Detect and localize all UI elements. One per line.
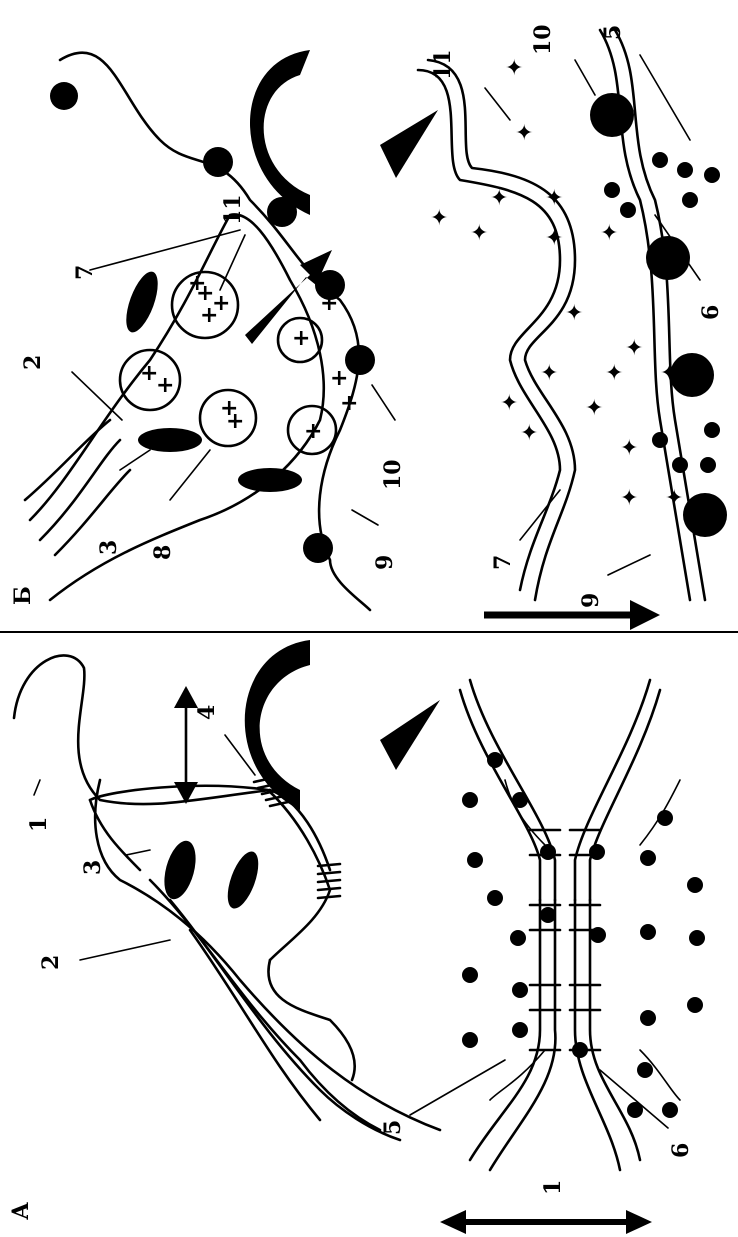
svg-text:✦: ✦ <box>490 186 508 211</box>
membrane-a-left-outer-low <box>470 900 540 1160</box>
svg-text:✦: ✦ <box>515 121 533 146</box>
label-b-9: 9 <box>372 555 398 570</box>
svg-text:✦: ✦ <box>625 336 643 361</box>
label-b-10-lower: 10 <box>530 24 556 55</box>
svg-text:✦: ✦ <box>540 361 558 386</box>
svg-text:+: + <box>330 366 348 391</box>
mitochondrion-a-2 <box>221 848 264 913</box>
bottom-arrow-b-head <box>630 600 660 630</box>
panel-a: А 1 3 2 <box>8 640 705 1234</box>
label-b-11: 11 <box>220 194 246 225</box>
label-b-9-lower: 9 <box>578 593 604 608</box>
curved-arrow-b-head <box>380 110 438 178</box>
pointer-a-1 <box>34 780 40 795</box>
label-a-3: 3 <box>80 860 106 875</box>
svg-text:+: + <box>304 419 322 444</box>
svg-text:✦: ✦ <box>605 361 623 386</box>
mitochondrion-a-1 <box>159 837 202 902</box>
mitochondrion-b-3 <box>238 468 302 492</box>
label-a-1-lower: 1 <box>540 1180 566 1195</box>
label-a-4: 4 <box>194 705 220 720</box>
curved-arrow-a <box>245 640 310 810</box>
label-b-7: 7 <box>72 265 98 280</box>
label-a-1: 1 <box>26 817 52 832</box>
label-a-5: 5 <box>380 1120 406 1135</box>
svg-text:+: + <box>292 326 310 351</box>
mitochondrion-b-1 <box>120 268 164 336</box>
axon-fibre-3 <box>190 930 320 1120</box>
label-b-7-lower: 7 <box>490 555 516 570</box>
postsynaptic-membrane-b <box>60 53 370 610</box>
svg-text:+: + <box>200 303 218 328</box>
pointer-b-3 <box>120 450 150 470</box>
axon-fibre-2 <box>170 900 400 1140</box>
membrane-a-left-inner <box>470 680 555 900</box>
flow-arrow-a-1 <box>505 780 545 845</box>
pointer-b-9 <box>352 510 378 525</box>
curved-arrow-b <box>250 50 310 215</box>
label-b-6: 6 <box>698 305 724 320</box>
svg-text:✦: ✦ <box>505 56 523 81</box>
pointer-a-2 <box>80 940 170 960</box>
pointer-b-9-lower <box>608 555 650 575</box>
svg-text:✦: ✦ <box>565 301 583 326</box>
curved-arrow-a-head <box>380 700 440 770</box>
pointer-a-3 <box>126 850 150 855</box>
membrane-a-right-inner <box>575 680 650 900</box>
label-b-8: 8 <box>150 545 176 560</box>
svg-text:+: + <box>156 373 174 398</box>
bottom-arrow-a-left <box>440 1210 466 1234</box>
svg-text:✦: ✦ <box>665 486 683 511</box>
label-b-10: 10 <box>380 459 406 490</box>
pointer-b-10-lower <box>575 60 595 95</box>
pointer-b-7 <box>90 230 240 270</box>
label-b-2: 2 <box>20 355 46 370</box>
pointer-a-6 <box>600 1070 668 1128</box>
presynaptic-membrane-outer <box>418 70 560 590</box>
label-a-6: 6 <box>668 1143 694 1158</box>
svg-text:✦: ✦ <box>545 186 563 211</box>
pointer-a-5 <box>410 1060 505 1115</box>
svg-text:✦: ✦ <box>545 226 563 251</box>
presynaptic-membrane-inner <box>428 60 575 600</box>
pointer-b-11-lower <box>485 88 510 120</box>
label-a-2: 2 <box>38 955 64 970</box>
pointer-b-11 <box>220 235 245 290</box>
pointer-b-10 <box>372 385 395 420</box>
terminal-outline-top <box>95 780 440 1130</box>
svg-text:✦: ✦ <box>585 396 603 421</box>
label-b-11-lower: 11 <box>430 49 456 80</box>
svg-text:+: + <box>226 409 244 434</box>
terminal-membrane <box>90 786 330 960</box>
svg-text:+: + <box>188 271 206 296</box>
bottom-arrow-a-right <box>626 1210 652 1234</box>
svg-text:✦: ✦ <box>595 116 613 141</box>
svg-text:✦: ✦ <box>660 361 678 386</box>
adjacent-cell-outline <box>14 655 270 804</box>
mitochondrion-b-2 <box>138 428 202 452</box>
svg-text:✦: ✦ <box>620 486 638 511</box>
svg-text:✦: ✦ <box>500 391 518 416</box>
svg-text:✦: ✦ <box>520 421 538 446</box>
panel-b-label: Б <box>10 586 36 605</box>
axon-line-b-3 <box>25 420 110 500</box>
pointer-b-2 <box>72 372 122 420</box>
panel-b: Б ++++ ++ ++ + + +++ <box>10 24 727 630</box>
svg-text:✦: ✦ <box>430 206 448 231</box>
label-b-5: 5 <box>600 25 626 40</box>
svg-text:✦: ✦ <box>600 221 618 246</box>
pointer-b-5 <box>640 55 690 140</box>
terminal-lower-edge <box>268 960 354 1080</box>
panel-a-label: А <box>8 1202 34 1220</box>
label-b-3: 3 <box>96 540 122 555</box>
pointer-b-8 <box>170 450 210 500</box>
svg-text:✦: ✦ <box>470 221 488 246</box>
svg-text:✦: ✦ <box>620 436 638 461</box>
